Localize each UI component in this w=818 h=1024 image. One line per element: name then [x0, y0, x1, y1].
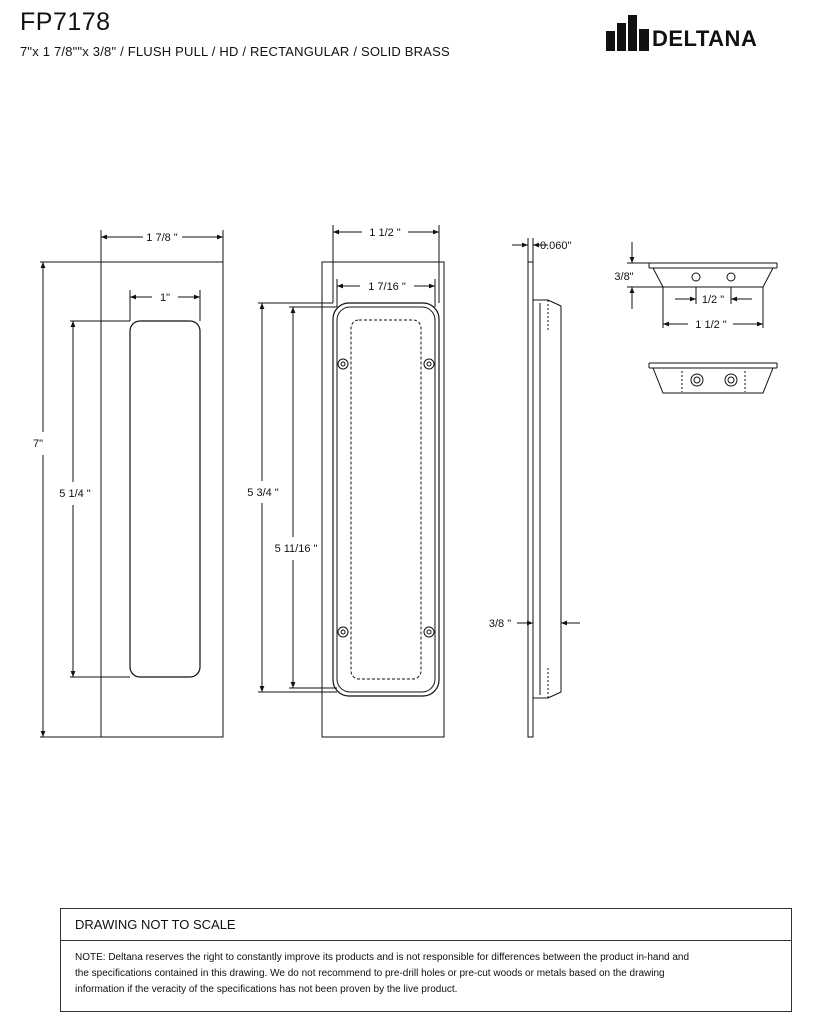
dim-end-height: 3/8": [614, 271, 633, 283]
scale-disclaimer: DRAWING NOT TO SCALE: [61, 909, 791, 941]
end-view-bottom: [648, 362, 778, 394]
dim-back-width: 1 1/2 ": [369, 227, 401, 239]
technical-drawing: 1 7/8 " 1" 7" 5 1/4 " 1 1/2 " 1 7/16 " 5…: [33, 225, 778, 738]
dim-end-width: 1 1/2 ": [695, 319, 727, 331]
dim-back-inner-width: 1 7/16 ": [368, 281, 406, 293]
note-line: information if the veracity of the speci…: [75, 984, 458, 995]
dim-back-inner-height: 5 11/16 ": [275, 543, 318, 555]
brand-name: DELTANA: [652, 26, 758, 51]
dim-side-depth: 3/8 ": [489, 618, 511, 630]
dim-front-height: 7": [33, 438, 43, 450]
dim-cup-width: 1": [160, 292, 170, 304]
dimension-labels: 1 7/8 " 1" 7" 5 1/4 " 1 1/2 " 1 7/16 " 5…: [33, 227, 727, 630]
dim-back-height: 5 3/4 ": [247, 487, 279, 499]
notes-box: DRAWING NOT TO SCALE NOTE: Deltana reser…: [60, 908, 792, 1012]
legal-note: NOTE: Deltana reserves the right to cons…: [61, 941, 791, 998]
front-view: [40, 230, 224, 738]
dim-side-thickness: 0.060": [540, 240, 572, 252]
note-line: NOTE: Deltana reserves the right to cons…: [75, 952, 690, 963]
product-description: 7"x 1 7/8""x 3/8" / FLUSH PULL / HD / RE…: [20, 44, 450, 59]
side-view: [512, 238, 580, 738]
dim-end-hole-spacing: 1/2 ": [702, 294, 724, 306]
end-view-top: [627, 242, 778, 328]
deltana-logo-icon: [606, 15, 649, 51]
dim-cup-height: 5 1/4 ": [59, 488, 91, 500]
product-code: FP7178: [20, 8, 111, 36]
dim-front-width: 1 7/8 ": [146, 232, 178, 244]
note-line: the specifications contained in this dra…: [75, 968, 665, 979]
back-view: [258, 225, 445, 738]
